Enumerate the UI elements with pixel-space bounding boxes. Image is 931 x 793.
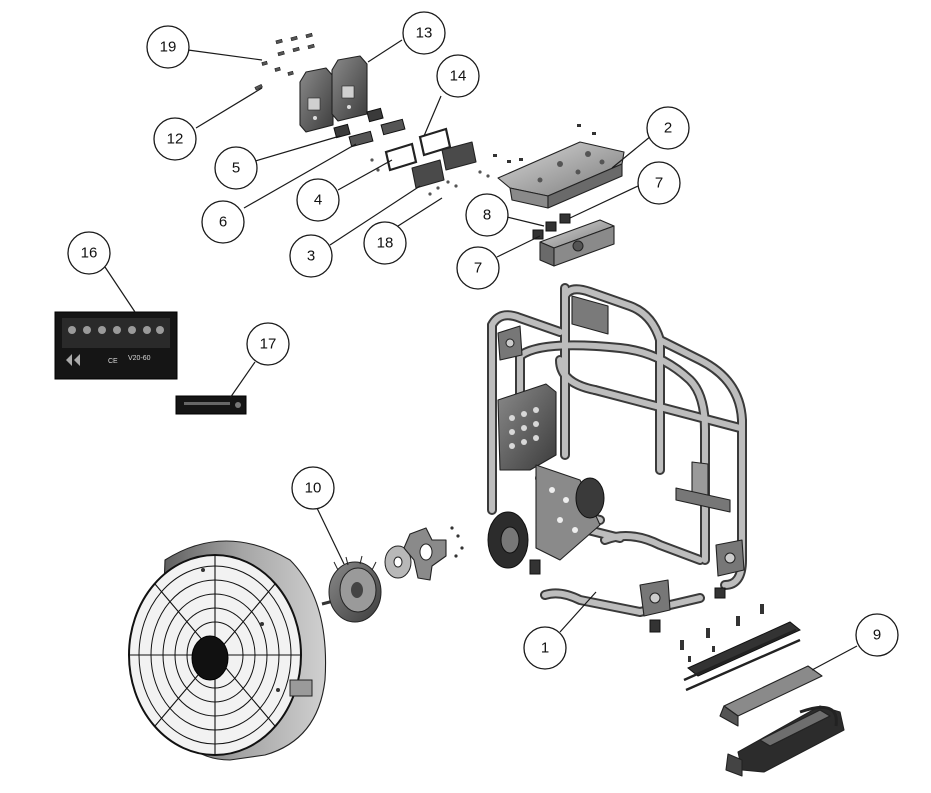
callout-2: 2 xyxy=(646,106,690,150)
callout-7-upper-number: 7 xyxy=(655,175,663,192)
callout-18: 18 xyxy=(363,221,407,265)
junction-box-part-7-8 xyxy=(532,213,615,267)
callout-3-number: 3 xyxy=(307,248,315,265)
fan-shroud-guard xyxy=(128,540,327,761)
callout-16-number: 16 xyxy=(81,245,98,262)
callout-12: 12 xyxy=(153,117,197,161)
callout-8-number: 8 xyxy=(483,207,491,224)
callout-8: 8 xyxy=(465,193,509,237)
callout-2-number: 2 xyxy=(664,120,672,137)
callout-10-number: 10 xyxy=(305,480,322,497)
callout-17-number: 17 xyxy=(260,336,277,353)
callout-1: 1 xyxy=(523,626,567,670)
callout-9-number: 9 xyxy=(873,627,881,644)
switch-housings-part-13 xyxy=(299,55,368,133)
callout-6-number: 6 xyxy=(219,214,227,231)
rating-label-part-16: CE V20-60 xyxy=(54,311,178,380)
callout-5-number: 5 xyxy=(232,160,240,177)
mounting-bracket-part-2 xyxy=(493,124,625,209)
callout-14: 14 xyxy=(436,54,480,98)
callout-14-number: 14 xyxy=(450,68,467,85)
callout-7-lower: 7 xyxy=(456,246,500,290)
small-label-part-17 xyxy=(175,395,247,415)
callout-19: 19 xyxy=(146,25,190,69)
callout-1-number: 1 xyxy=(541,640,549,657)
switches-part-5-6 xyxy=(333,107,406,148)
callout-6: 6 xyxy=(201,200,245,244)
callout-4: 4 xyxy=(296,178,340,222)
base-accessories-part-9 xyxy=(680,604,845,777)
callout-16: 16 xyxy=(67,231,111,275)
hub-washers xyxy=(384,526,464,581)
callout-5: 5 xyxy=(214,146,258,190)
frame-part-1 xyxy=(487,283,747,633)
callout-9: 9 xyxy=(855,613,899,657)
label-ce-mark: CE xyxy=(108,358,118,365)
motor-hub-part-10 xyxy=(321,555,382,623)
callout-13: 13 xyxy=(402,11,446,55)
screws-part-19 xyxy=(254,32,315,91)
callout-3: 3 xyxy=(289,234,333,278)
label-model: V20-60 xyxy=(128,355,151,362)
leader-lines xyxy=(104,39,858,671)
callout-4-number: 4 xyxy=(314,192,322,209)
cover-plates-part-3 xyxy=(370,141,490,196)
callout-12-number: 12 xyxy=(167,131,184,148)
callout-7-lower-number: 7 xyxy=(474,260,482,277)
callout-13-number: 13 xyxy=(416,25,433,42)
gaskets-part-4-14 xyxy=(384,127,452,172)
callout-17: 17 xyxy=(246,322,290,366)
callout-19-number: 19 xyxy=(160,39,177,56)
callout-18-number: 18 xyxy=(377,235,394,252)
callout-10: 10 xyxy=(291,466,335,510)
callout-7-upper: 7 xyxy=(637,161,681,205)
